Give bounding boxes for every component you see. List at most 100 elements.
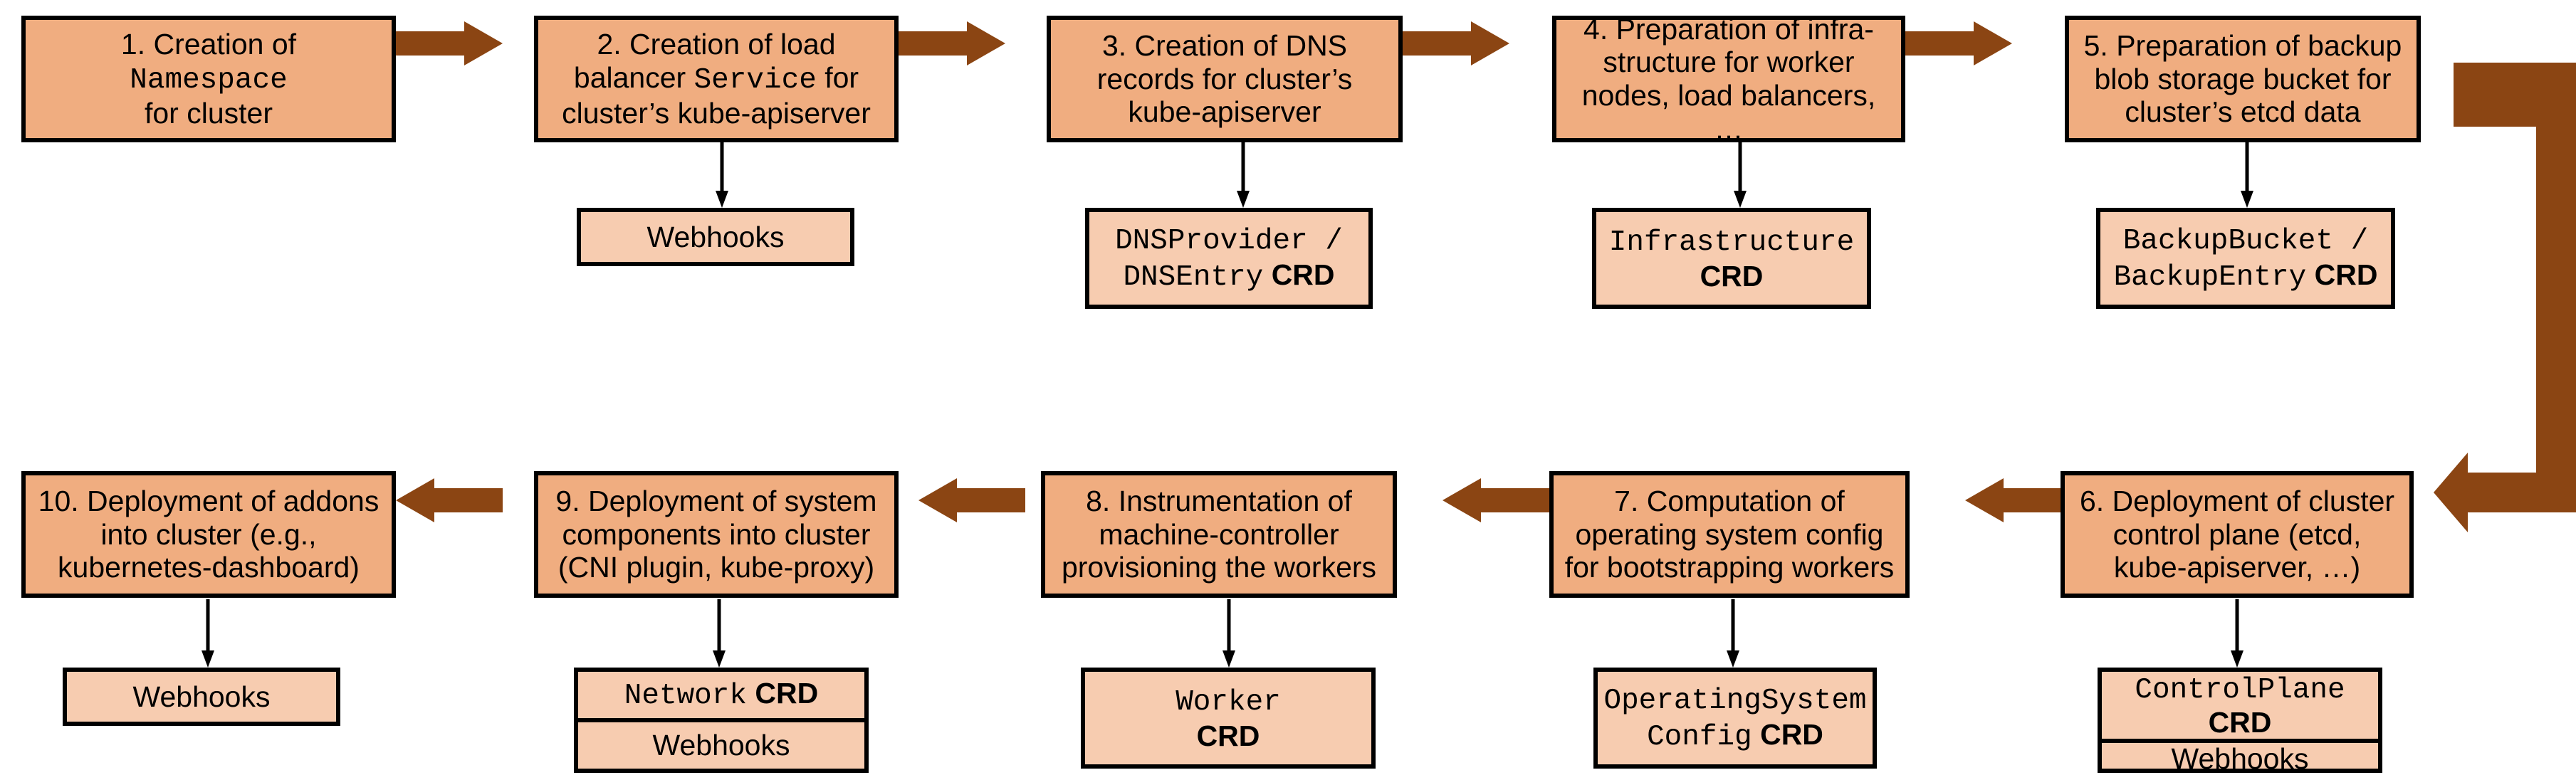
- step-node-4[interactable]: 4. Preparation of infra-structure for wo…: [1552, 12, 1905, 145]
- text-line: components into cluster: [555, 518, 876, 552]
- text-run: Worker: [1176, 686, 1281, 719]
- text-run: 9. Deployment of system: [555, 484, 877, 517]
- text-line: 3. Creation of DNS: [1097, 29, 1353, 63]
- text-run: Webhooks: [646, 220, 785, 253]
- text-run: for bootstrapping workers: [1564, 551, 1895, 584]
- text-run: for: [816, 60, 859, 94]
- text-line: Worker: [1176, 683, 1281, 719]
- text-run: components into cluster: [562, 517, 871, 551]
- text-line: operating system config: [1565, 518, 1895, 552]
- text-line: 9. Deployment of system: [555, 485, 876, 518]
- text-line: Webhooks: [653, 729, 790, 761]
- text-run: 6. Deployment of cluster: [2079, 484, 2395, 517]
- artifact-label: Network CRD: [624, 676, 819, 712]
- artifact-node-backup-crd[interactable]: BackupBucket /BackupEntry CRD: [2096, 208, 2395, 309]
- artifact-label: DNSProvider /DNSEntry CRD: [1115, 222, 1343, 294]
- text-line: 7. Computation of: [1565, 485, 1895, 518]
- text-line: nodes, load balancers, …: [1564, 79, 1894, 145]
- flow-arrow-9-to-10: [396, 478, 503, 522]
- text-run: CRD: [2306, 258, 2378, 291]
- text-run: cluster’s etcd data: [2125, 95, 2361, 129]
- text-run: Namespace: [130, 63, 288, 97]
- text-line: kubernetes-dashboard): [38, 551, 379, 584]
- artifact-stack-cell[interactable]: Network CRD: [578, 672, 864, 722]
- flow-arrow-4-to-5: [1905, 21, 2012, 65]
- artifact-stack-cell[interactable]: Webhooks: [2102, 743, 2378, 775]
- flow-elbow-top-segment: [2471, 63, 2576, 97]
- text-run: CRD: [1196, 719, 1260, 752]
- text-line: CRD: [1609, 260, 1854, 293]
- text-line: into cluster (e.g.,: [38, 518, 379, 552]
- text-line: DNSEntry CRD: [1115, 258, 1343, 295]
- flow-arrow-2-to-3: [899, 21, 1005, 65]
- artifact-stack-cell[interactable]: Webhooks: [578, 722, 864, 769]
- text-run: control plane (etcd,: [2112, 517, 2362, 551]
- text-run: Config: [1647, 721, 1752, 754]
- text-line: BackupEntry CRD: [2114, 258, 2378, 295]
- flow-arrow-7-to-8: [1443, 478, 1549, 522]
- text-line: DNSProvider /: [1115, 222, 1343, 258]
- text-run: records for cluster’s: [1096, 62, 1353, 95]
- artifact-stack-cell[interactable]: ControlPlane CRD: [2102, 672, 2378, 744]
- artifact-link-8: [1222, 599, 1236, 668]
- artifact-node-dns-crd[interactable]: DNSProvider /DNSEntry CRD: [1085, 208, 1373, 309]
- text-run: kube-apiserver, …): [2113, 551, 2361, 584]
- text-run: Service: [693, 63, 817, 97]
- text-line: control plane (etcd,: [2080, 518, 2394, 552]
- artifact-node-webhooks-2[interactable]: Webhooks: [577, 208, 854, 266]
- artifact-link-4: [1733, 142, 1747, 208]
- text-line: cluster’s etcd data: [2084, 95, 2402, 129]
- artifact-link-7: [1726, 599, 1740, 668]
- text-run: CRD: [747, 676, 819, 710]
- text-line: machine-controller: [1062, 518, 1376, 552]
- flow-arrow-3-to-4: [1403, 21, 1509, 65]
- text-run: ControlPlane: [2135, 674, 2345, 707]
- text-run: cluster’s kube-apiserver: [562, 97, 871, 130]
- text-run: CRD: [1263, 258, 1335, 291]
- text-run: CRD: [1752, 718, 1823, 751]
- text-line: CRD: [1176, 719, 1281, 753]
- text-run: 1. Creation of: [120, 27, 297, 60]
- text-line: Config CRD: [1603, 718, 1866, 754]
- artifact-node-webhooks-10[interactable]: Webhooks: [63, 668, 340, 726]
- text-line: Infrastructure: [1609, 223, 1854, 260]
- text-run: kubernetes-dashboard): [58, 551, 360, 584]
- text-line: Webhooks: [647, 221, 785, 254]
- text-run: 2. Creation of load: [597, 27, 836, 60]
- text-line: OperatingSystem: [1603, 682, 1866, 718]
- text-line: 6. Deployment of cluster: [2080, 485, 2394, 518]
- text-run: blob storage bucket for: [2094, 62, 2392, 95]
- text-run: 7. Computation of: [1614, 484, 1845, 517]
- text-run: 4. Preparation of infra-: [1583, 12, 1874, 46]
- artifact-node-network-stack[interactable]: Network CRD Webhooks: [574, 668, 869, 773]
- text-run: BackupBucket /: [2122, 225, 2369, 258]
- text-line: 8. Instrumentation of: [1062, 485, 1376, 518]
- artifact-link-3: [1236, 142, 1250, 208]
- text-run: DNSEntry: [1123, 261, 1264, 294]
- artifact-label: BackupBucket /BackupEntry CRD: [2114, 222, 2378, 294]
- text-run: operating system config: [1575, 517, 1884, 551]
- text-run: machine-controller: [1099, 517, 1339, 551]
- text-line: kube-apiserver: [1097, 95, 1353, 129]
- text-run: Infrastructure: [1608, 226, 1855, 260]
- text-run: CRD: [1700, 260, 1764, 292]
